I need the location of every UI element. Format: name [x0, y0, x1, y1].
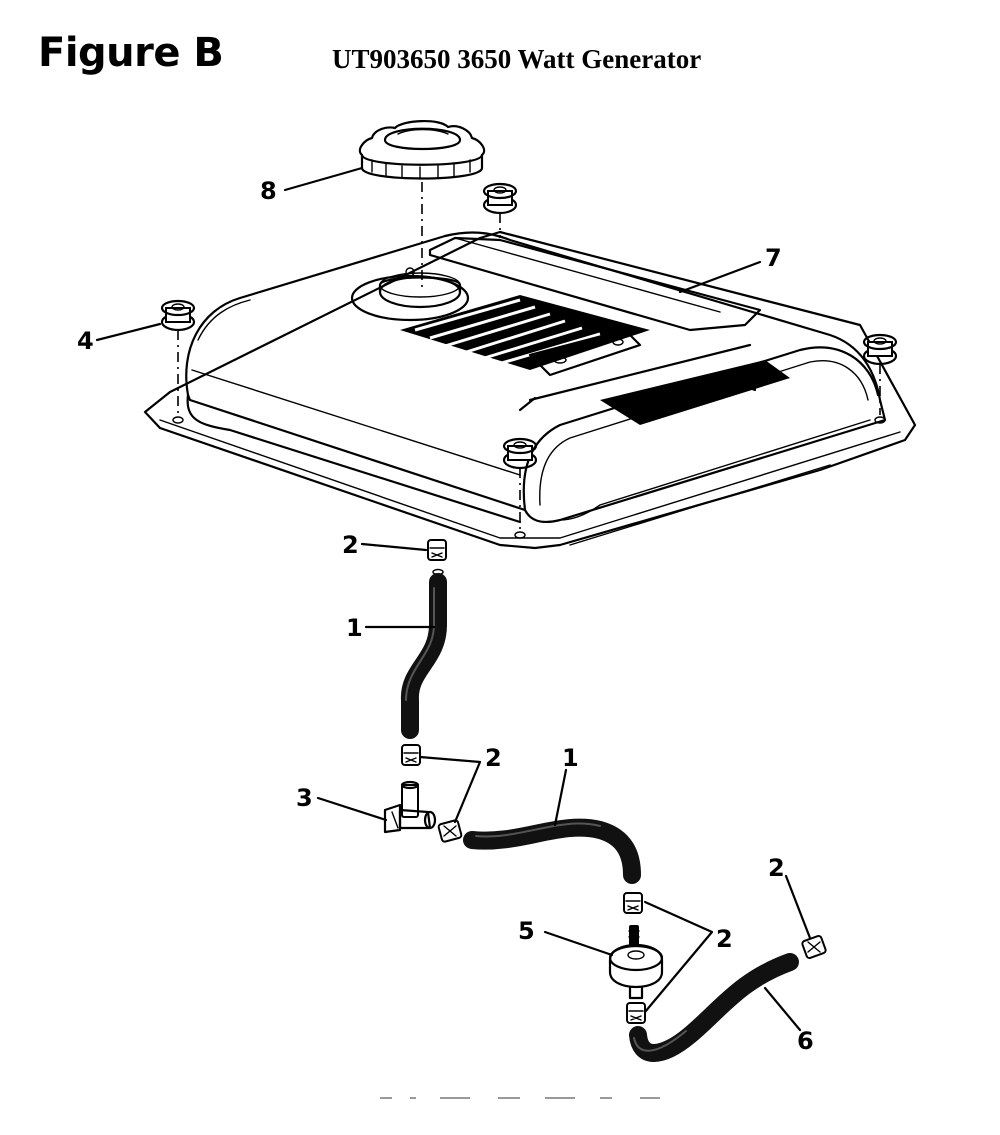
- hose-clamp-mid: [401, 744, 421, 766]
- figure-label: Figure B: [38, 30, 224, 76]
- callout-2-valve: 2: [485, 744, 502, 772]
- callout-3: 3: [296, 784, 313, 812]
- grommet-top: [482, 182, 518, 215]
- fuel-valve: [383, 780, 437, 834]
- fuel-cap: [358, 120, 486, 180]
- hose-clamp-filter-bottom: [626, 1002, 646, 1024]
- callout-5: 5: [518, 917, 535, 945]
- callout-6: 6: [797, 1027, 814, 1055]
- callout-7: 7: [765, 244, 782, 272]
- grommet-front: [502, 437, 538, 470]
- callout-4: 4: [77, 327, 94, 355]
- hose-clamp-filter-top: [623, 892, 643, 914]
- callout-8: 8: [260, 177, 277, 205]
- callout-1-upper: 1: [346, 614, 363, 642]
- leader-lines: [95, 166, 812, 1032]
- fuel-filter: [608, 925, 664, 1000]
- hose-clamp-right: [801, 934, 827, 960]
- fuel-tank: [143, 230, 917, 550]
- fuel-hose-middle: [463, 818, 641, 884]
- hose-clamp-upper: [427, 539, 447, 561]
- end-grille: [600, 360, 790, 425]
- grommet-right: [862, 333, 898, 366]
- hose-clamp-valve: [437, 819, 463, 843]
- callout-2-right: 2: [768, 854, 785, 882]
- callout-1-middle: 1: [562, 744, 579, 772]
- grommet-left: [160, 299, 196, 332]
- figure-title: UT903650 3650 Watt Generator: [332, 44, 702, 74]
- callout-2-filter: 2: [716, 925, 733, 953]
- callout-2-upper: 2: [342, 531, 359, 559]
- fuel-hose-upper: [401, 573, 447, 739]
- fuel-hose-lower: [629, 953, 799, 1062]
